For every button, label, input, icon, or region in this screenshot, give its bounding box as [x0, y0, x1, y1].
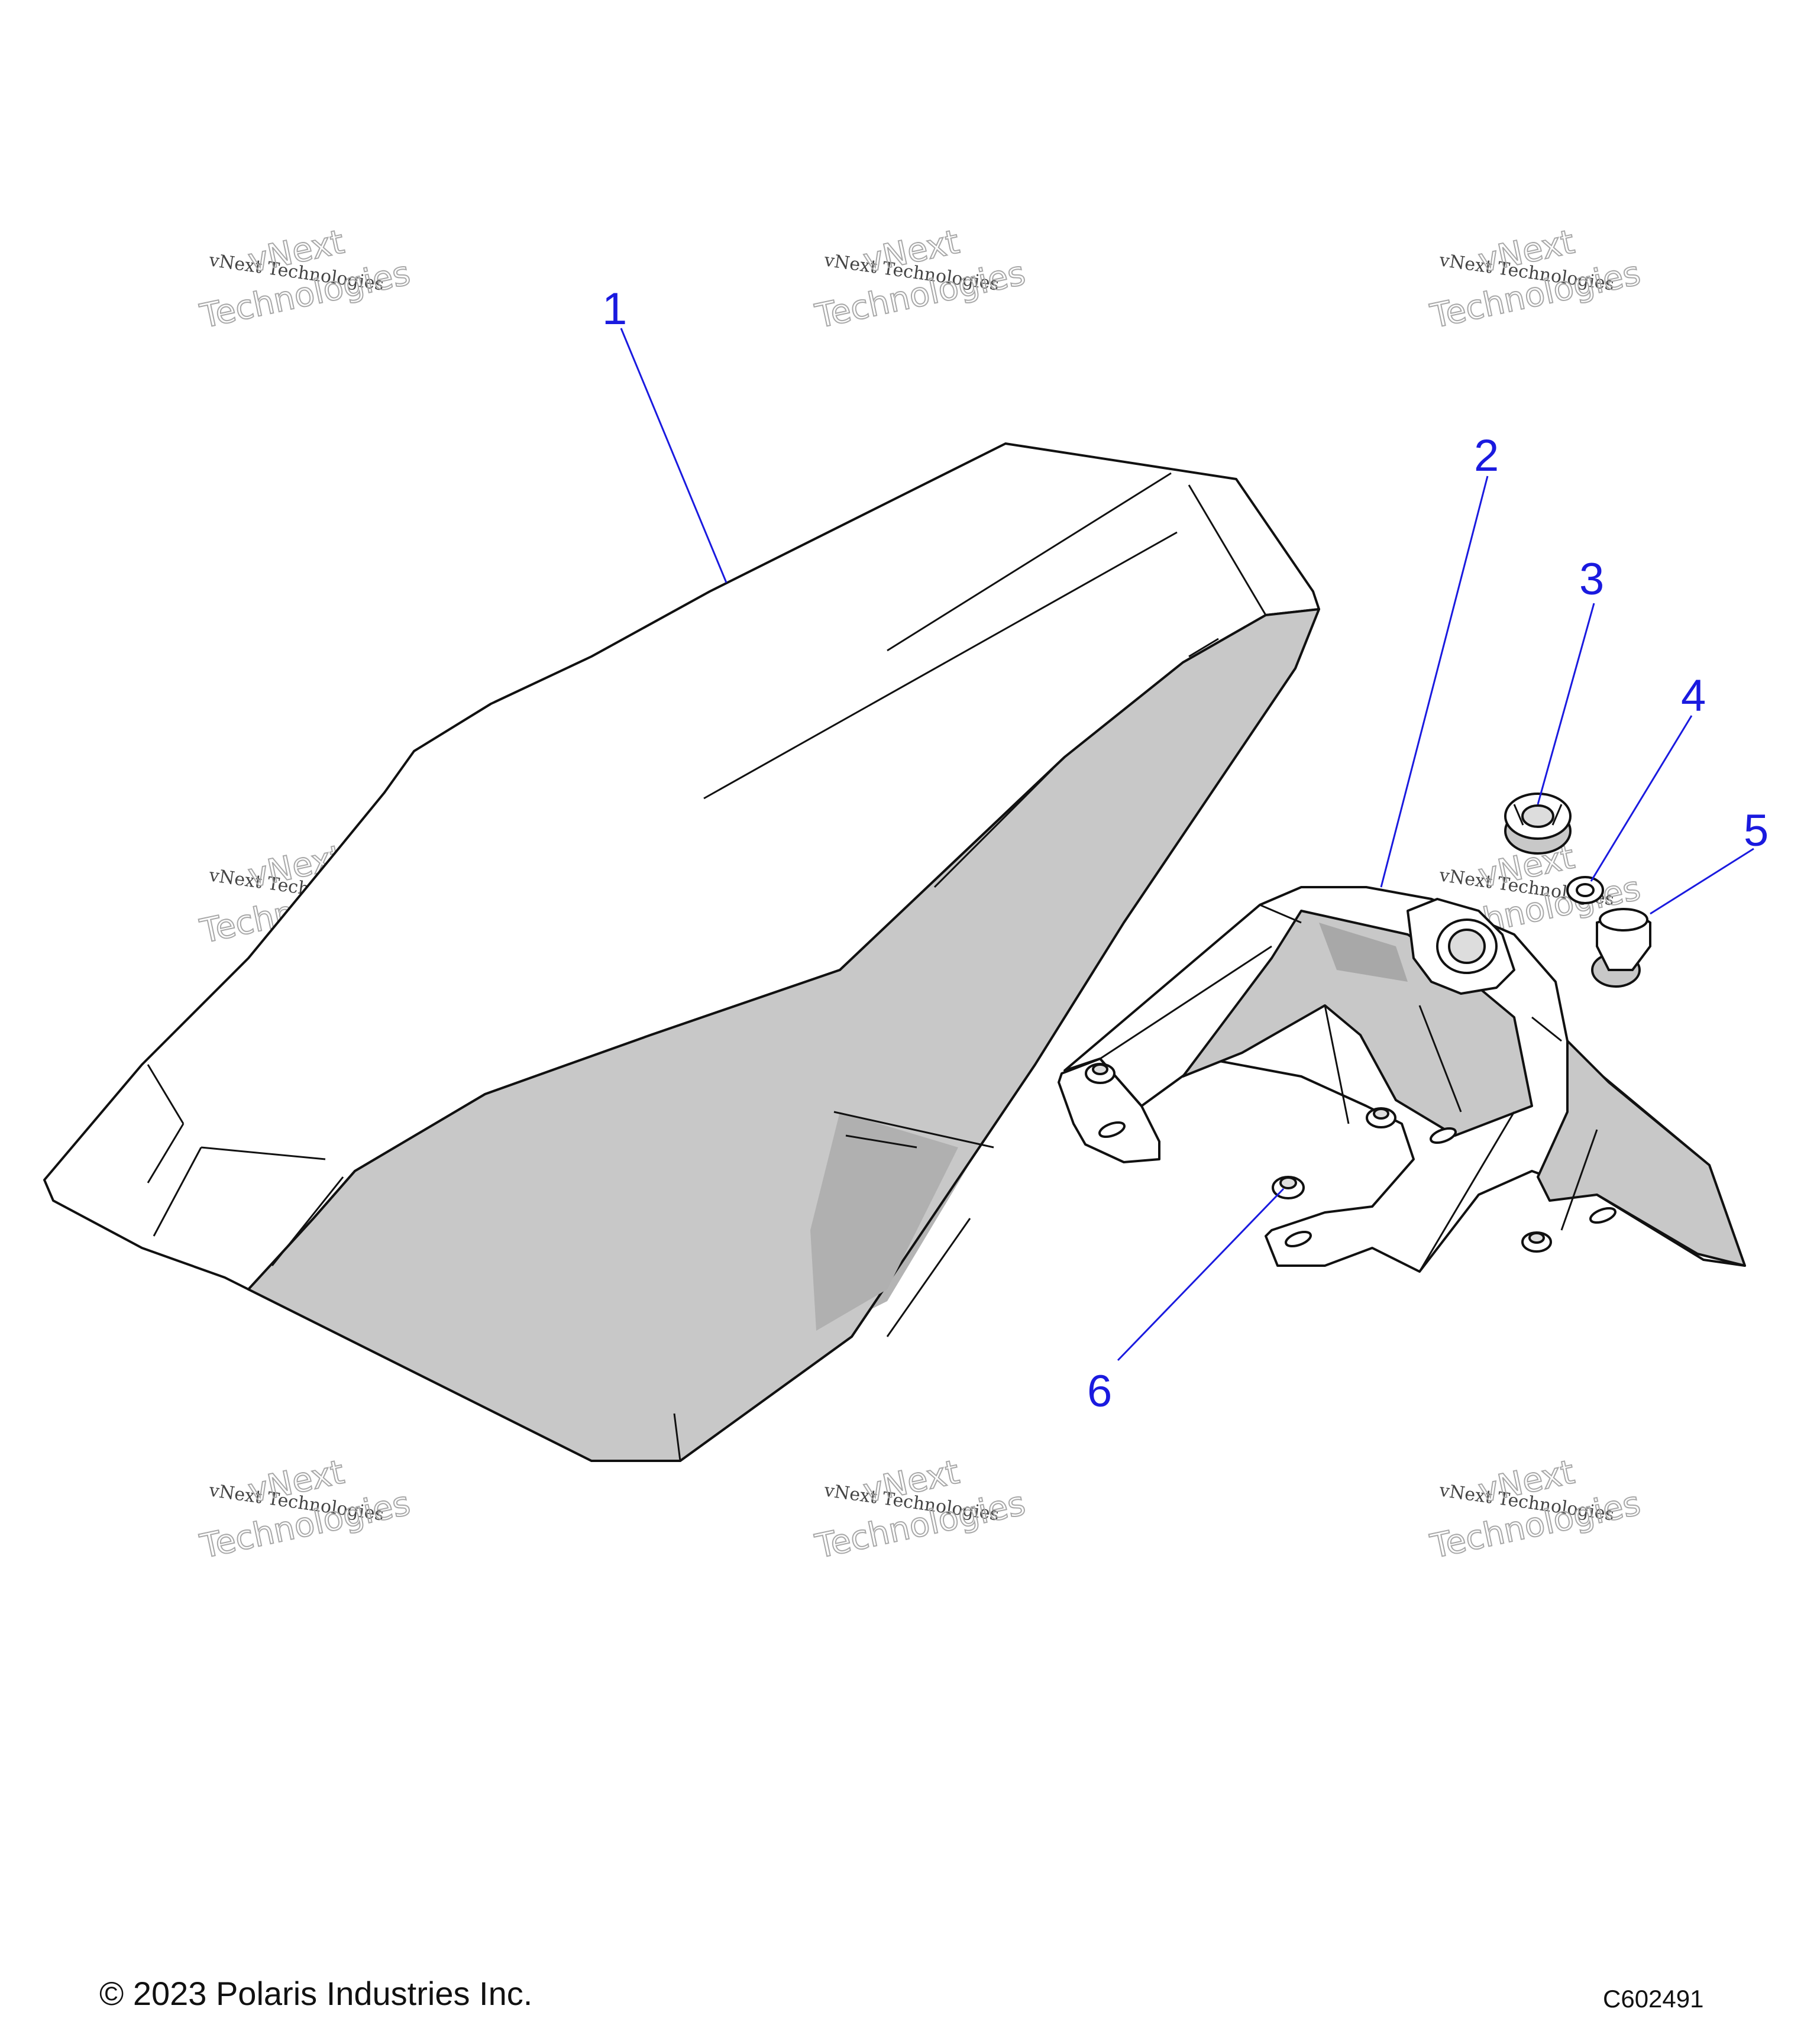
part-knob[interactable] — [1591, 908, 1651, 988]
callout-4: 4 — [1681, 671, 1706, 721]
callout-3: 3 — [1579, 554, 1604, 604]
leader-line-1 — [620, 328, 728, 583]
part-bracket[interactable] — [1058, 886, 1746, 1273]
leader-line-3 — [1537, 603, 1595, 805]
bracket-slot — [1098, 1121, 1126, 1139]
bracket-right-fin — [1537, 1040, 1746, 1267]
watermark: vNext Technologies vNext Technologies — [196, 222, 414, 337]
seat-side-shadow-front — [810, 1112, 958, 1331]
watermark: vNext Technologies vNext Technologies — [1427, 1453, 1644, 1567]
part-seat[interactable] — [43, 442, 1320, 1462]
diagram-id: C602491 — [1603, 1985, 1704, 2013]
bracket-slot — [1589, 1207, 1616, 1224]
leader-line-5 — [1650, 848, 1754, 915]
leader-line-4 — [1590, 715, 1693, 882]
watermark: vNext Technologies vNext Technologies — [1427, 222, 1644, 337]
leader-line-6 — [1117, 1188, 1285, 1361]
watermark: vNext Technologies vNext Technologies — [196, 1453, 414, 1567]
watermark: vNext Technologies vNext Technologies — [811, 222, 1029, 337]
callout-5: 5 — [1744, 806, 1768, 856]
part-washer[interactable] — [1566, 876, 1604, 904]
nut-icon — [1085, 1063, 1552, 1253]
bracket-collar-hole-inner — [1448, 929, 1486, 964]
callout-2: 2 — [1474, 431, 1499, 481]
callout-1: 1 — [602, 284, 627, 334]
bracket-inner-shadow — [1319, 923, 1408, 982]
seat-contours — [147, 472, 1267, 1461]
bracket-contours — [1100, 904, 1598, 1272]
leader-line-2 — [1380, 476, 1489, 888]
bracket-slot — [1285, 1230, 1312, 1248]
part-grommet-nut[interactable] — [1504, 793, 1572, 855]
watermark: vNext Technologies vNext Technologies — [811, 1453, 1029, 1567]
callout-labels: 1 2 3 4 5 6 — [602, 284, 1768, 1416]
callout-6: 6 — [1087, 1366, 1112, 1416]
bracket-slot — [1430, 1127, 1457, 1144]
copyright-text: © 2023 Polaris Industries Inc. — [99, 1975, 533, 2012]
leader-lines — [620, 328, 1754, 1361]
